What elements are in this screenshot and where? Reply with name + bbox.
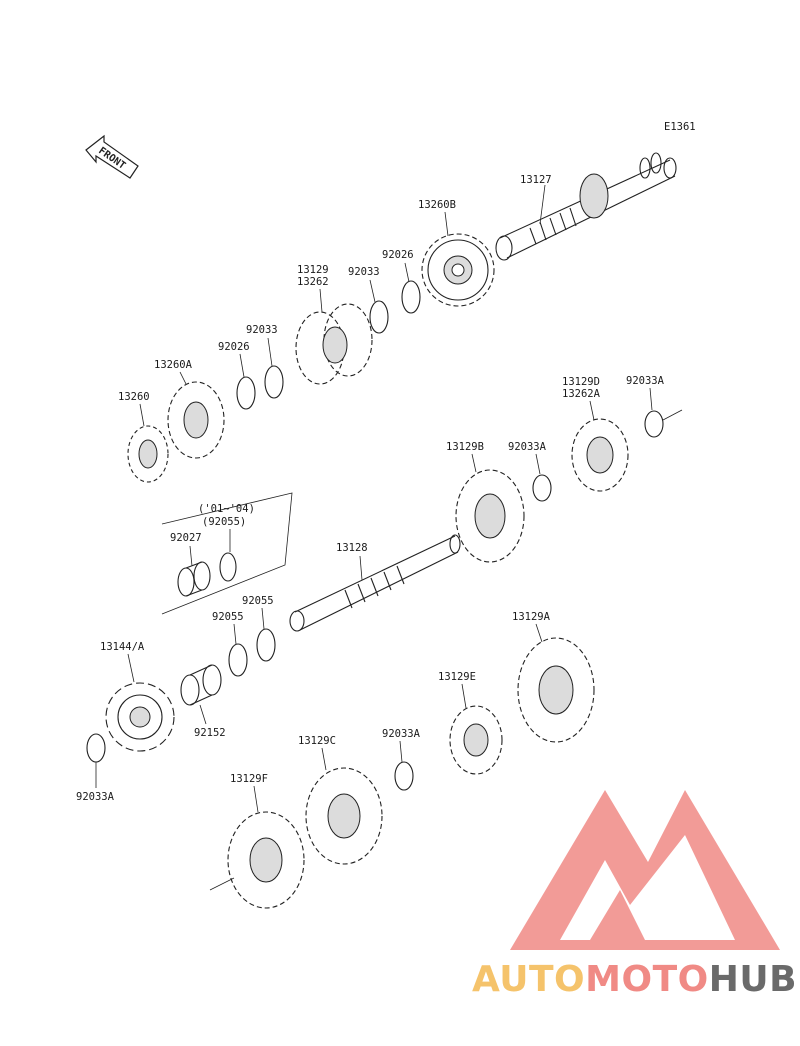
shaft-13127 bbox=[495, 152, 677, 261]
washer-92033A-mid bbox=[532, 474, 552, 502]
label-13129B: 13129B bbox=[446, 441, 484, 453]
label-13260: 13260 bbox=[118, 391, 150, 403]
bracket-note: ('01~'04) bbox=[198, 503, 255, 515]
washer-92033A-left bbox=[86, 733, 106, 763]
label-92033-mid: 92033 bbox=[246, 324, 278, 336]
gear-13260A bbox=[167, 381, 225, 459]
gear-13260B bbox=[421, 233, 495, 307]
shaft-13128 bbox=[289, 534, 461, 632]
bracket-note-box bbox=[161, 492, 293, 615]
front-arrow-icon: FRONT bbox=[85, 134, 139, 179]
bushing-92027 bbox=[177, 561, 211, 597]
label-13128: 13128 bbox=[336, 542, 368, 554]
label-13144A: 13144/A bbox=[100, 641, 145, 653]
gear-13129D-13262A bbox=[571, 418, 629, 492]
label-13262A: 13262A bbox=[562, 388, 601, 400]
label-13262: 13262 bbox=[297, 276, 329, 288]
circlip-92026-top bbox=[401, 280, 421, 314]
washer-92033A-low bbox=[394, 761, 414, 791]
label-92055-b: 92055 bbox=[242, 595, 274, 607]
label-13129F: 13129F bbox=[230, 773, 268, 785]
watermark-text: AUTOMOTOHUB bbox=[472, 958, 797, 1002]
label-13129D: 13129D bbox=[562, 376, 600, 388]
label-13260A: 13260A bbox=[154, 359, 193, 371]
gear-13129A bbox=[517, 637, 595, 743]
label-92152: 92152 bbox=[194, 727, 226, 739]
diagram-code: E1361 bbox=[664, 121, 696, 133]
sprocket-13144A bbox=[105, 682, 175, 752]
washer-92033-mid bbox=[264, 365, 284, 399]
washer-92033A-top bbox=[644, 410, 664, 438]
gear-13129E bbox=[449, 705, 503, 775]
oring-92055-note bbox=[219, 552, 237, 582]
label-13260B: 13260B bbox=[418, 199, 456, 211]
label-92026-top: 92026 bbox=[382, 249, 414, 261]
bushing-92152 bbox=[180, 664, 222, 706]
label-13127: 13127 bbox=[520, 174, 552, 186]
label-13129A: 13129A bbox=[512, 611, 551, 623]
label-13129C: 13129C bbox=[298, 735, 336, 747]
gear-13129B bbox=[455, 469, 525, 563]
label-92027: 92027 bbox=[170, 532, 202, 544]
watermark-auto: AUTO bbox=[472, 959, 586, 1000]
oring-92055-b bbox=[256, 628, 276, 662]
label-92026-mid: 92026 bbox=[218, 341, 250, 353]
label-92033A-mid: 92033A bbox=[508, 441, 547, 453]
oring-92055-a bbox=[228, 643, 248, 677]
gear-13129F bbox=[209, 811, 305, 909]
label-13129E: 13129E bbox=[438, 671, 476, 683]
washer-92033-top bbox=[369, 300, 389, 334]
label-92033A-left: 92033A bbox=[76, 791, 115, 803]
gear-13129-13262 bbox=[295, 303, 373, 385]
gear-13260 bbox=[127, 425, 169, 483]
label-92033-top: 92033 bbox=[348, 266, 380, 278]
gear-13129C bbox=[305, 767, 383, 865]
watermark-hub: HUB bbox=[708, 959, 798, 1000]
watermark-moto: MOTO bbox=[585, 959, 709, 1000]
label-92033A-top: 92033A bbox=[626, 375, 665, 387]
automotohub-logo-icon bbox=[510, 790, 780, 950]
label-13129: 13129 bbox=[297, 264, 329, 276]
label-92033A-low: 92033A bbox=[382, 728, 421, 740]
label-92055-a: 92055 bbox=[212, 611, 244, 623]
bracket-note-part: (92055) bbox=[202, 516, 246, 528]
circlip-92026-mid bbox=[236, 376, 256, 410]
